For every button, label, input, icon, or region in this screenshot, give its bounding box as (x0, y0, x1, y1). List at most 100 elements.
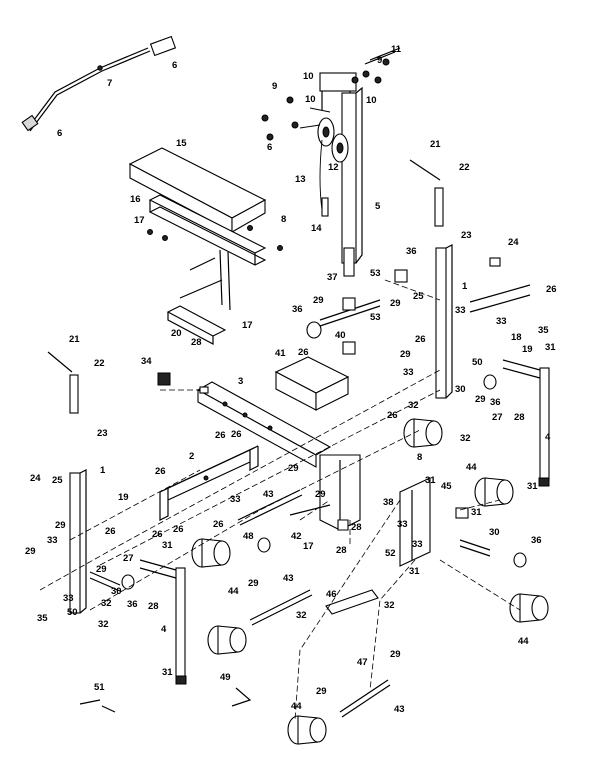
part-number-label: 12 (328, 162, 339, 173)
part-number-label: 31 (425, 475, 436, 486)
part-number-label: 28 (514, 412, 525, 423)
part-number-label: 10 (305, 94, 316, 105)
part-number-label: 20 (171, 328, 182, 339)
part-number-label: 1 (100, 465, 106, 476)
part-number-label: 26 (387, 410, 398, 421)
part-number-label: 26 (213, 519, 224, 530)
part-number-label: 28 (351, 522, 362, 533)
bracket-part (166, 305, 227, 345)
part-number-label: 7 (107, 78, 112, 89)
part-number-labels: 6761191010910612151316817145212223243637… (25, 44, 557, 715)
part-number-label: 31 (545, 342, 556, 353)
part-number-label: 30 (111, 586, 122, 597)
part-number-label: 26 (215, 430, 226, 441)
part-number-label: 36 (531, 535, 542, 546)
part-number-label: 29 (400, 349, 411, 360)
part-number-label: 28 (148, 601, 159, 612)
part-number-label: 43 (263, 489, 274, 500)
part-number-label: 29 (313, 295, 324, 306)
pulley-assembly (261, 47, 401, 277)
part-number-label: 18 (511, 332, 522, 343)
lat-bar-part (21, 35, 177, 132)
part-number-label: 3 (238, 376, 243, 387)
part-number-label: 27 (123, 553, 134, 564)
part-number-label: 26 (105, 526, 116, 537)
part-number-label: 26 (231, 429, 242, 440)
part-number-label: 36 (127, 599, 138, 610)
part-number-label: 21 (430, 139, 441, 150)
part-number-label: 35 (538, 325, 549, 336)
part-number-label: 5 (375, 201, 381, 212)
part-number-label: 31 (162, 540, 173, 551)
part-number-label: 25 (413, 291, 424, 302)
part-number-label: 17 (134, 215, 145, 226)
part-number-label: 32 (384, 600, 395, 611)
part-number-label: 10 (303, 71, 314, 82)
center-upright-part (319, 454, 361, 531)
part-number-label: 44 (228, 586, 239, 597)
part-number-label: 24 (508, 237, 519, 248)
part-number-label: 30 (489, 527, 500, 538)
part-number-label: 32 (296, 610, 307, 621)
part-number-label: 36 (292, 304, 303, 315)
part-number-label: 36 (406, 246, 417, 257)
front-support-part (399, 477, 431, 567)
part-number-label: 24 (30, 473, 41, 484)
part-number-label: 33 (230, 494, 241, 505)
part-number-label: 33 (63, 593, 74, 604)
part-number-label: 45 (441, 481, 452, 492)
part-number-label: 48 (243, 531, 254, 542)
part-number-label: 29 (390, 649, 401, 660)
left-upright-part (47, 351, 187, 685)
part-number-label: 29 (248, 578, 259, 589)
part-number-label: 1 (462, 281, 468, 292)
part-number-label: 22 (459, 162, 470, 173)
part-number-label: 31 (527, 481, 538, 492)
part-number-label: 9 (272, 81, 277, 92)
part-number-label: 32 (408, 400, 419, 411)
part-number-label: 6 (57, 128, 62, 139)
part-number-label: 34 (141, 356, 152, 367)
part-number-label: 21 (69, 334, 80, 345)
part-number-label: 52 (385, 548, 396, 559)
right-upright-part (409, 159, 550, 487)
part-number-label: 17 (242, 320, 253, 331)
part-number-label: 44 (291, 701, 302, 712)
part-number-label: 29 (288, 463, 299, 474)
part-number-label: 33 (397, 519, 408, 530)
part-number-label: 53 (370, 268, 381, 279)
part-number-label: 10 (366, 95, 377, 106)
part-number-label: 30 (455, 384, 466, 395)
part-number-label: 38 (383, 497, 394, 508)
back-pad-part (274, 356, 350, 411)
part-number-label: 29 (96, 564, 107, 575)
part-number-label: 9 (377, 55, 382, 66)
part-number-label: 22 (94, 358, 105, 369)
part-number-label: 26 (152, 529, 163, 540)
part-number-label: 8 (281, 214, 286, 225)
part-number-label: 35 (37, 613, 48, 624)
part-number-label: 42 (291, 531, 302, 542)
part-number-label: 17 (303, 541, 314, 552)
part-number-label: 44 (518, 636, 529, 647)
part-number-label: 28 (191, 337, 202, 348)
part-number-label: 6 (267, 142, 272, 153)
main-frame-part (196, 381, 332, 468)
part-number-label: 15 (176, 138, 187, 149)
part-number-label: 40 (335, 330, 346, 341)
part-number-label: 4 (545, 432, 551, 443)
seat-frame-part (147, 194, 283, 311)
part-number-label: 26 (173, 524, 184, 535)
part-number-label: 25 (52, 475, 63, 486)
part-number-label: 37 (327, 272, 338, 283)
part-number-label: 29 (475, 394, 486, 405)
part-number-label: 31 (162, 667, 173, 678)
part-number-label: 51 (94, 682, 105, 693)
small-parts (79, 269, 527, 713)
part-number-label: 31 (409, 566, 420, 577)
part-number-label: 31 (471, 507, 482, 518)
part-number-label: 23 (97, 428, 108, 439)
part-number-label: 33 (455, 305, 466, 316)
part-number-label: 49 (220, 672, 231, 683)
